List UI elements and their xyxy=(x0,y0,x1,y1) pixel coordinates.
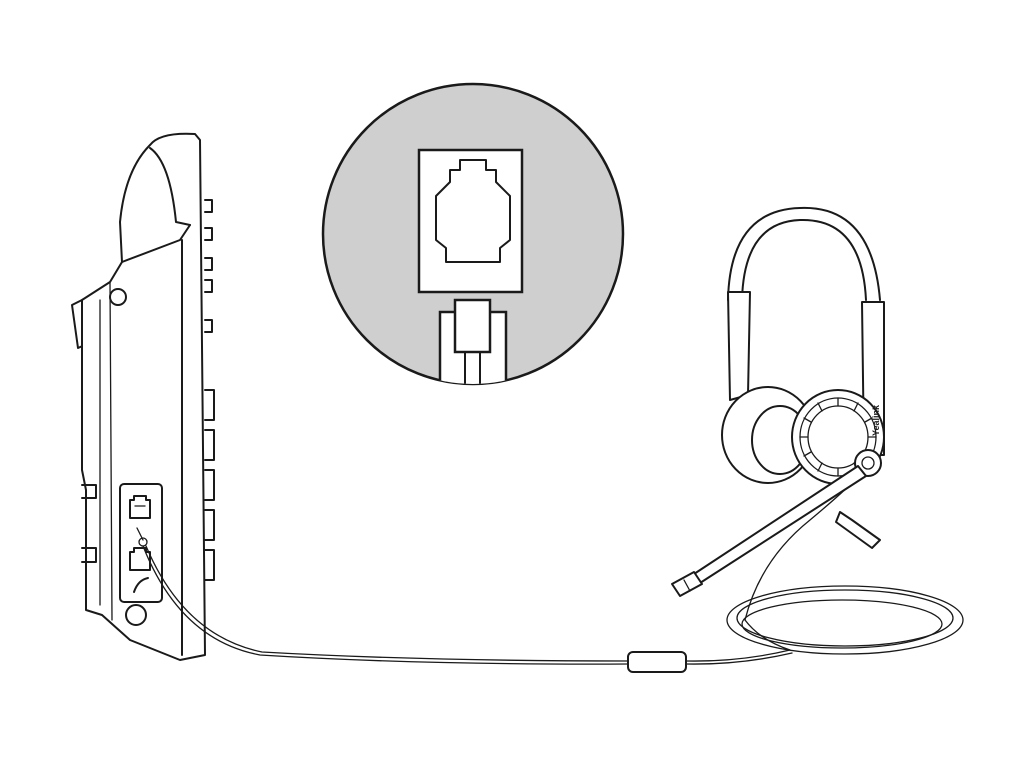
handset-symbol-icon xyxy=(133,577,149,593)
ip-phone-side-view xyxy=(71,132,215,661)
magnified-rj-jack-icon xyxy=(435,159,511,263)
cable-strain-relief xyxy=(835,511,881,549)
phone-top-contour xyxy=(149,147,191,226)
binaural-headset: Yealink xyxy=(671,206,885,597)
headband-slider-left xyxy=(727,291,751,401)
microphone-tip xyxy=(671,571,703,597)
phone-body xyxy=(81,132,206,661)
phone-foot xyxy=(125,604,147,626)
phone-upper-edge xyxy=(121,224,191,263)
phone-back-notch-1 xyxy=(81,484,97,499)
magnified-port-housing xyxy=(417,148,524,294)
phone-back-notch-2 xyxy=(81,547,97,563)
headset-cable xyxy=(142,479,964,673)
headset-headband xyxy=(727,206,881,301)
cable-coil xyxy=(726,585,964,655)
magnified-plug-tab xyxy=(453,298,492,354)
phone-side-buttons xyxy=(204,199,215,581)
cable-clip xyxy=(627,651,687,673)
phone-side-edge xyxy=(109,281,113,621)
phone-screw-hole xyxy=(109,288,127,306)
headset-brand-label: Yealink xyxy=(871,404,881,436)
phone-port-panel xyxy=(119,483,163,603)
port-magnifier xyxy=(321,82,625,386)
phone-handset-port xyxy=(129,495,151,519)
